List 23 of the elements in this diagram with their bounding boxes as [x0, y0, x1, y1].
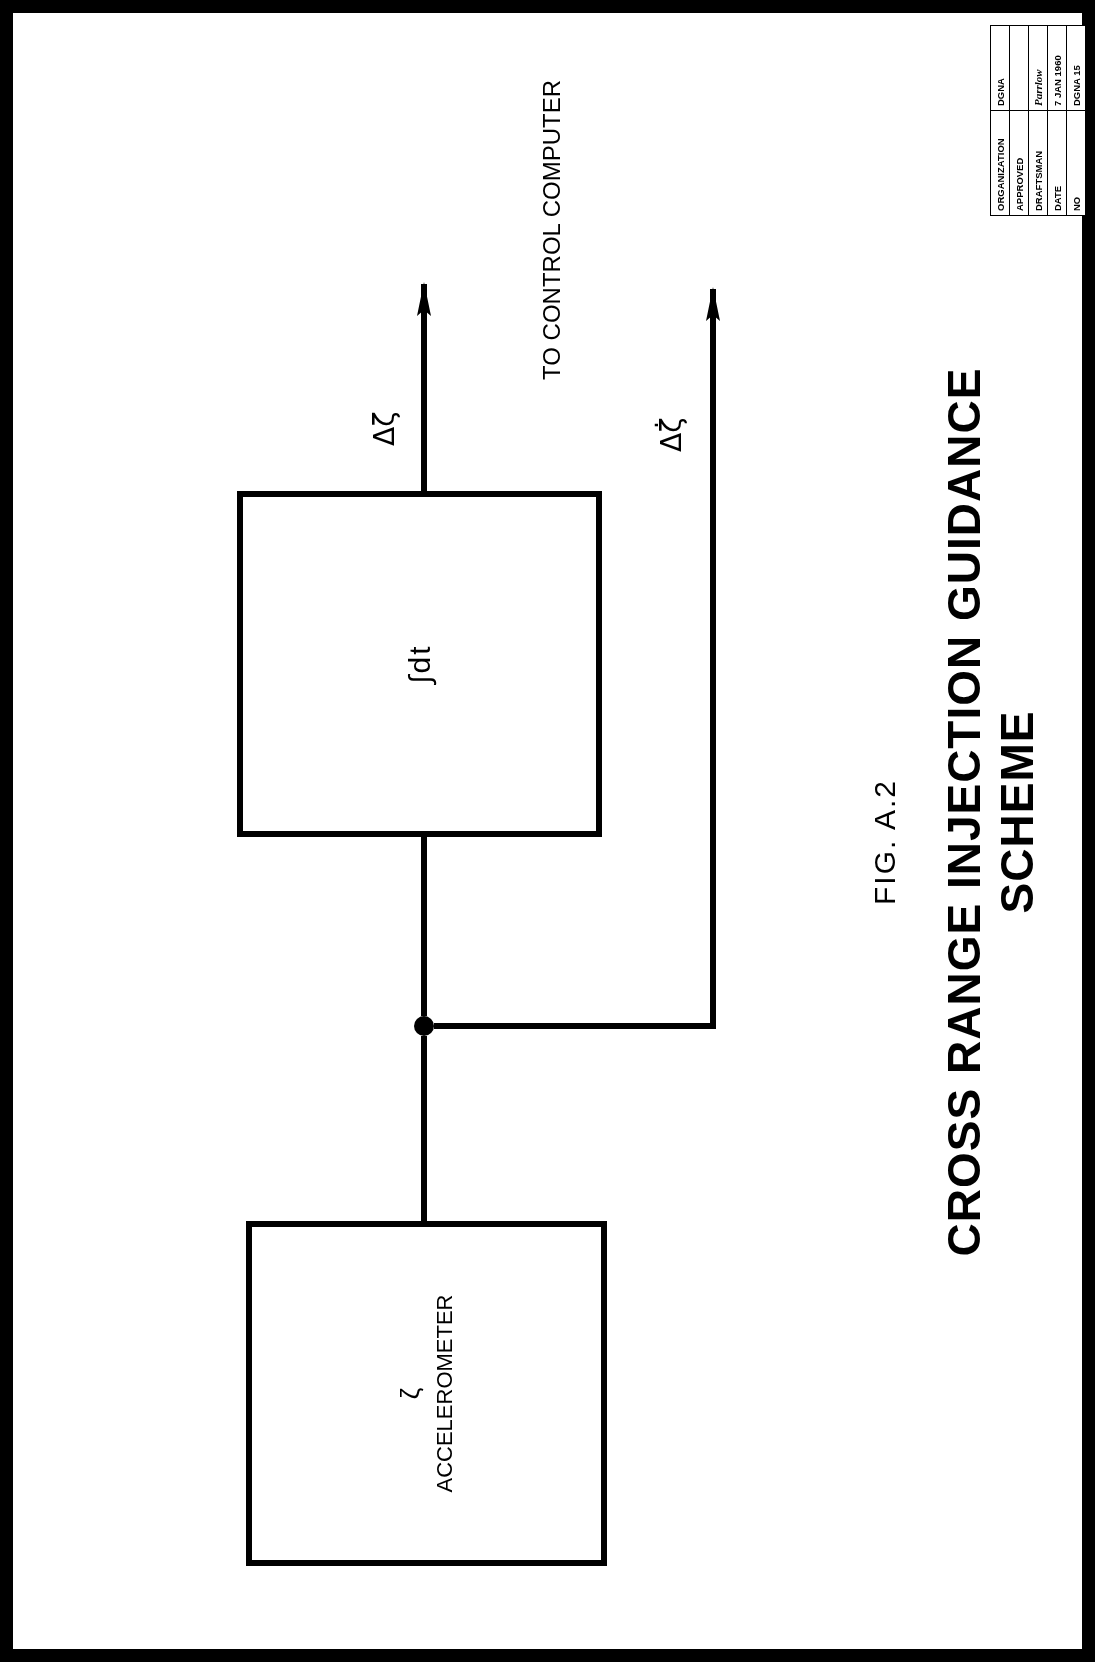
field-name-cell: NO	[1066, 110, 1086, 216]
symbol-label: ζ	[395, 1387, 426, 1400]
field-value-cell: Parrlow	[1028, 25, 1048, 111]
figure-number: FIG. A.2	[870, 778, 900, 905]
signal-line	[421, 837, 427, 1016]
field-name-cell: ORGANIZATION	[990, 110, 1010, 216]
edge-label: Δζ̇	[655, 417, 689, 452]
field-value-cell: DGNA 15	[1066, 25, 1086, 111]
field-name-cell: APPROVED	[1009, 110, 1029, 216]
destination-note: TO CONTROL COMPUTER	[540, 80, 564, 380]
integral-label: ∫dt	[402, 644, 437, 684]
box-label: ACCELEROMETER	[432, 1294, 458, 1493]
field-name-cell: DATE	[1047, 110, 1067, 216]
signal-arrow	[417, 282, 431, 491]
junction-dot	[414, 1016, 434, 1036]
field-value-cell: DGNA	[990, 25, 1010, 111]
signal-arrow	[434, 287, 720, 1029]
field-value-cell: 7 JAN 1960	[1047, 25, 1067, 111]
diagram-title: CROSS RANGE INJECTION GUIDANCE SCHEME	[938, 366, 1044, 1259]
integrator-box	[237, 491, 602, 837]
field-name-cell: DRAFTSMAN	[1028, 110, 1048, 216]
sensor-box	[246, 1221, 607, 1566]
signal-line	[421, 1036, 427, 1221]
